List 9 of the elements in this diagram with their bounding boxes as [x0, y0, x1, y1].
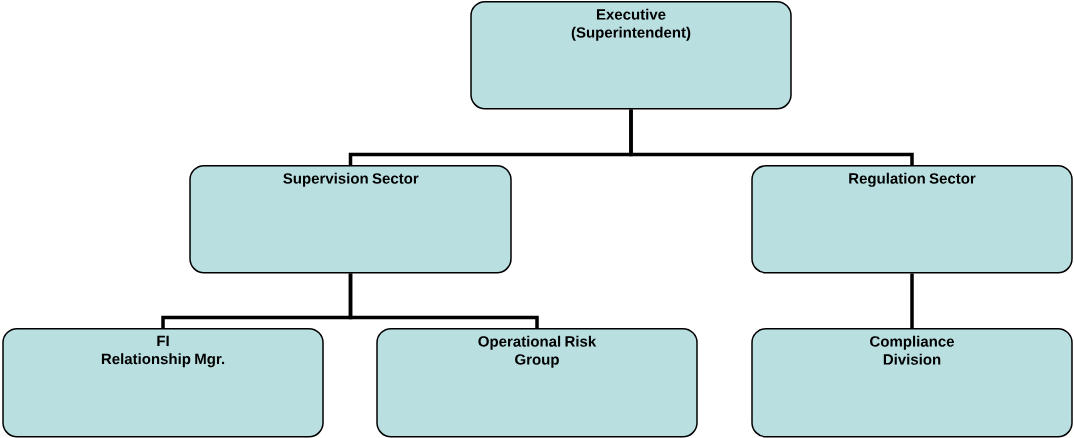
org-box: Executive (Superintendent)	[470, 1, 792, 110]
org-box: Regulation Sector	[751, 165, 1073, 274]
org-box: Supervision Sector	[189, 165, 512, 274]
connector-line	[348, 273, 539, 328]
connector-line	[910, 273, 914, 328]
org-box: Compliance Division	[751, 328, 1073, 438]
org-box: Operational Risk Group	[376, 328, 698, 438]
connector-line	[629, 109, 914, 165]
org-box: FI Relationship Mgr.	[2, 328, 324, 438]
